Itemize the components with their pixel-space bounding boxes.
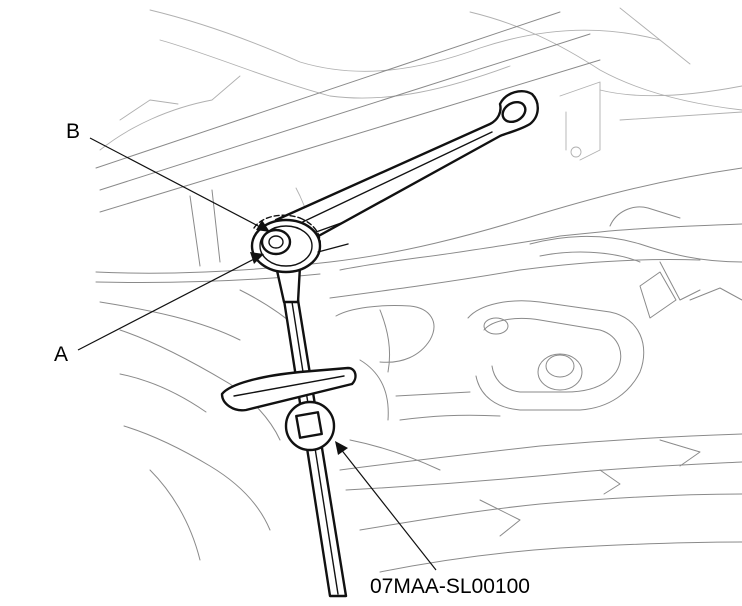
callout-label-b: B — [66, 120, 80, 143]
leader-line-b — [89, 137, 270, 232]
leader-line-tool — [335, 441, 437, 571]
leader-line-a — [77, 252, 264, 351]
callout-label-a: A — [54, 343, 68, 366]
special-tool-07maa-sl00100 — [220, 264, 357, 598]
box-end-wrench — [274, 90, 539, 246]
tool-part-number-label: 07MAA-SL00100 — [370, 575, 530, 598]
vehicle-underbody-outline — [95, 7, 742, 573]
